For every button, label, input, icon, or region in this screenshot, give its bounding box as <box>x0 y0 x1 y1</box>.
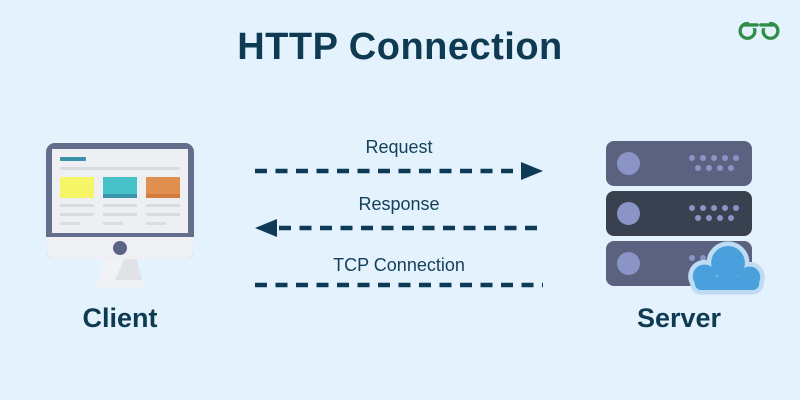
screen-text-lines <box>60 198 180 225</box>
request-label: Request <box>365 137 433 157</box>
server-vent-dots <box>689 155 740 171</box>
monitor-stand-neck <box>98 259 142 280</box>
client-illustration <box>46 143 194 288</box>
client-label: Client <box>82 303 158 333</box>
server-vent-dots <box>689 205 740 221</box>
server-led-icon <box>617 202 640 225</box>
server-unit-2 <box>606 191 752 236</box>
server-led-icon <box>617 152 640 175</box>
server-illustration <box>606 141 765 295</box>
server-led-icon <box>617 252 640 275</box>
card-yellow <box>60 177 94 198</box>
card-teal <box>103 177 137 198</box>
screen-cards <box>60 177 180 198</box>
geeksforgeeks-logo-icon <box>738 20 780 40</box>
monitor-screen <box>52 149 188 233</box>
server-label: Server <box>636 303 722 333</box>
tcp-connection-line-icon <box>255 282 543 288</box>
monitor-stand-base <box>94 280 146 288</box>
server-unit-1 <box>606 141 752 186</box>
tcp-connection-label: TCP Connection <box>333 255 465 275</box>
screen-logo-bar <box>60 157 86 161</box>
desktop-monitor-icon <box>46 143 194 259</box>
response-arrow-icon <box>255 219 543 237</box>
monitor-chin <box>46 237 194 259</box>
screen-divider <box>60 167 180 170</box>
page-title: HTTP Connection <box>237 26 563 68</box>
power-button-icon <box>113 241 127 255</box>
response-label: Response <box>358 194 440 214</box>
card-orange <box>146 177 180 198</box>
request-arrow-icon <box>255 162 543 180</box>
cloud-icon <box>688 241 765 295</box>
